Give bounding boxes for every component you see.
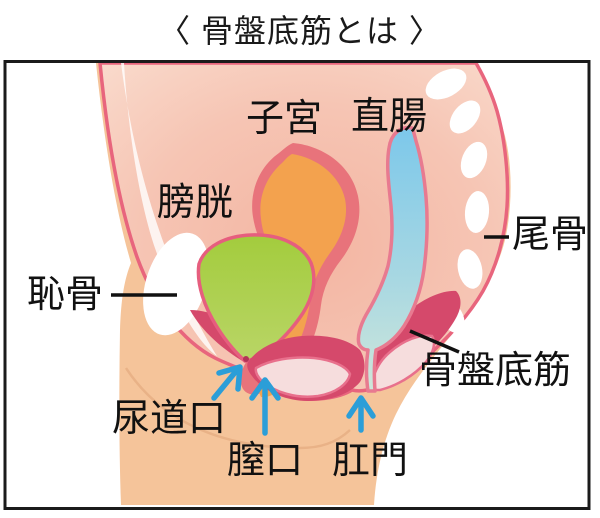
pubic-bone-shape (143, 232, 209, 336)
bladder-shape (196, 233, 316, 363)
page-title: 〈 骨盤底筋とは 〉 (158, 13, 442, 49)
label-bladder: 膀胱 (157, 182, 234, 224)
anus-arrow-icon (346, 395, 376, 433)
label-urethral-opening: 尿道口 (112, 398, 227, 440)
skin-crease-line (124, 367, 351, 450)
pointer-line-pelvic-floor (409, 329, 460, 354)
vagina-arrow-icon (249, 377, 281, 436)
label-coccyx: 尾骨 (512, 214, 589, 256)
urethral-opening-shape (243, 356, 249, 362)
perineal-pouch-shape (370, 334, 436, 392)
perineal-pouch-shape (254, 356, 352, 398)
label-anus: 肛門 (332, 440, 409, 482)
label-rectum: 直腸 (351, 96, 428, 138)
sacrum-bone-shape (425, 68, 490, 333)
urethra-arrow-icon (211, 364, 243, 401)
rectum-shape (356, 125, 429, 393)
label-vaginal-opening: 膣口 (227, 440, 304, 482)
diagram-frame (3, 60, 591, 510)
label-uterus: 子宮 (246, 98, 323, 140)
label-pubic-bone: 恥骨 (27, 274, 104, 316)
label-pelvic-floor: 骨盤底筋 (419, 350, 572, 392)
